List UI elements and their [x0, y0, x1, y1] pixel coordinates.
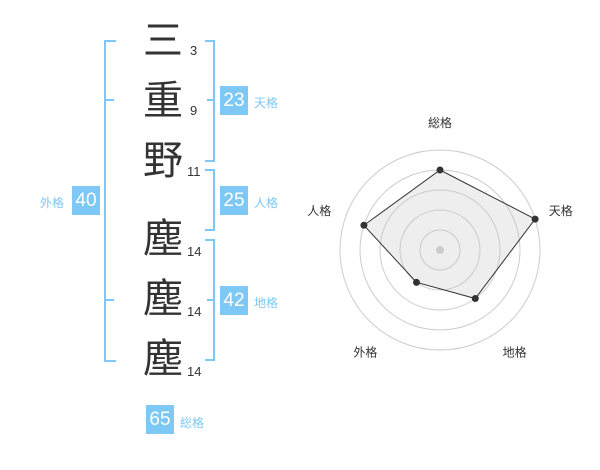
- soukaku-value: 65: [146, 405, 174, 434]
- radar-ring: [399, 209, 481, 291]
- name-char: 野: [143, 138, 183, 184]
- stroke-count: 9: [190, 103, 198, 118]
- radar-point: [471, 295, 479, 303]
- name-char: 塵: [143, 276, 183, 322]
- stroke-count: 14: [187, 364, 202, 379]
- radar-axis-label: 総格: [428, 115, 452, 130]
- bracket-tick: [207, 299, 215, 301]
- radar-axis-label: 天格: [549, 203, 573, 218]
- radar-ring: [339, 149, 541, 351]
- radar-point: [360, 221, 368, 229]
- soukaku-label: 総格: [180, 416, 205, 430]
- jinkaku-bracket: [205, 169, 215, 231]
- radar-ring: [379, 189, 501, 311]
- name-char: 塵: [143, 216, 183, 262]
- radar-axis-label: 人格: [307, 203, 331, 218]
- stroke-count: 14: [187, 244, 202, 259]
- name-char: 塵: [143, 336, 183, 382]
- tenkaku-value: 23: [220, 86, 248, 115]
- gaikaku-value: 40: [72, 186, 100, 215]
- jinkaku-label: 人格: [254, 196, 279, 210]
- radar-area: [363, 169, 536, 300]
- radar-ring: [419, 229, 461, 271]
- bracket-tick: [207, 99, 215, 101]
- gaikaku-bracket: [104, 40, 116, 362]
- bracket-tick: [106, 99, 114, 101]
- tenkaku-label: 天格: [254, 96, 279, 110]
- radar-center: [436, 246, 444, 254]
- name-char: 重: [143, 78, 183, 124]
- bracket-tick: [106, 299, 114, 301]
- stroke-count: 14: [187, 304, 202, 319]
- name-char: 三: [143, 18, 183, 64]
- chikaku-value: 42: [220, 286, 248, 315]
- radar-point: [531, 215, 539, 223]
- tenkaku-bracket: [205, 40, 215, 162]
- radar-axis-label: 外格: [353, 345, 377, 360]
- stroke-count: 11: [187, 164, 201, 179]
- chikaku-label: 地格: [254, 296, 279, 310]
- stroke-count: 3: [190, 43, 198, 58]
- gaikaku-label: 外格: [40, 196, 65, 210]
- radar-axis-label: 地格: [503, 345, 527, 360]
- jinkaku-value: 25: [220, 186, 248, 215]
- radar-point: [412, 278, 420, 286]
- radar-point: [436, 166, 444, 174]
